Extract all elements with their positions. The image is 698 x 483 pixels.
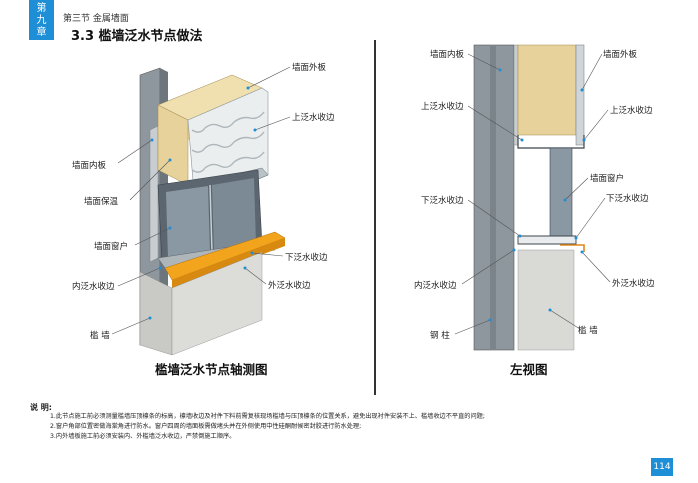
note-item: 2.窗户角部位置密做海棠角进行防水。窗户四周的墙面板需做堵头并在外侧使用中性硅酮…: [50, 423, 362, 430]
label-outer-flashing: 外泛水收边: [612, 279, 655, 289]
chapter-char: 章: [36, 27, 47, 38]
chapter-tab: 第 九 章: [29, 0, 54, 40]
side-view-caption: 左视图: [510, 362, 548, 377]
label-wall-inner-panel: 墙面内板: [430, 50, 465, 60]
page-number: 114: [651, 458, 673, 476]
notes-heading: 说 明:: [30, 403, 52, 412]
section-label: 第三节 金属墙面: [63, 14, 129, 24]
label-wall-window: 墙面窗户: [590, 174, 625, 184]
label-sill-wall: 槛 墙: [90, 331, 110, 341]
label-lower-flashing-left: 下泛水收边: [421, 196, 464, 206]
label-wall-insulation: 墙面保温: [84, 197, 119, 207]
page-title: 3.3 槛墙泛水节点做法: [71, 29, 203, 44]
note-item: 1.此节点施工前必须测量槛墙压顶檩条的标高，檩墙收边及衬件下料前需复核现场槛墙与…: [50, 413, 485, 420]
view-divider: [374, 40, 376, 395]
side-view-drawing: [473, 44, 585, 351]
axonometric-leaders: [111, 66, 291, 335]
chapter-char: 第: [36, 3, 47, 14]
label-wall-window: 墙面窗户: [94, 242, 129, 252]
label-upper-flashing: 上泛水收边: [292, 113, 335, 123]
label-upper-flashing-left: 上泛水收边: [421, 102, 464, 112]
label-lower-flashing: 下泛水收边: [285, 253, 328, 263]
label-wall-outer-panel: 墙面外板: [603, 50, 638, 60]
label-inner-flashing: 内泛水收边: [414, 281, 457, 291]
label-sill-wall: 槛 墙: [578, 326, 598, 336]
label-wall-inner-panel: 墙面内板: [72, 161, 107, 171]
side-view-leaders: [454, 53, 611, 335]
label-inner-flashing: 内泛水收边: [72, 282, 115, 292]
chapter-char: 九: [36, 15, 47, 26]
axonometric-caption: 槛墙泛水节点轴测图: [155, 362, 268, 377]
label-upper-flashing-right: 上泛水收边: [610, 106, 653, 116]
note-item: 3.内外墙板施工前必须安装内、外槛墙泛水收边，严禁倒施工顺序。: [50, 433, 236, 440]
label-outer-flashing: 外泛水收边: [268, 281, 311, 291]
axonometric-drawing: [139, 67, 286, 356]
label-lower-flashing-right: 下泛水收边: [606, 194, 649, 204]
label-wall-outer-panel: 墙面外板: [292, 63, 327, 73]
label-steel-column: 钢 柱: [430, 331, 450, 341]
